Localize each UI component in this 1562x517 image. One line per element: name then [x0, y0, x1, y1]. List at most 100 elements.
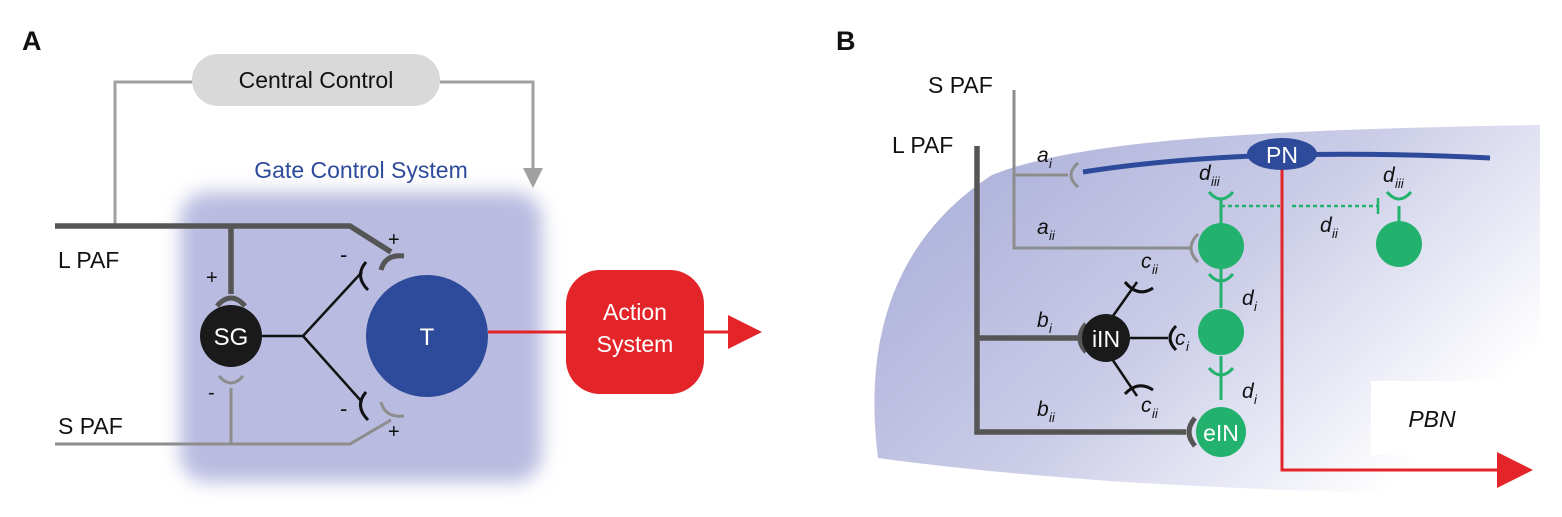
l-paf-sg-synapse [215, 295, 247, 308]
synapse-diii-right [1385, 190, 1413, 201]
svg-text:iii: iii [1395, 176, 1405, 191]
svg-text:c: c [1141, 394, 1152, 417]
svg-text:d: d [1383, 164, 1396, 187]
central-control-arrowhead [523, 168, 543, 188]
svg-text:i: i [1254, 299, 1258, 314]
s-paf-t-synapse [379, 401, 405, 418]
label-aii: a ii [1037, 216, 1056, 243]
svg-text:d: d [1320, 214, 1333, 237]
label-bi: b i [1037, 309, 1053, 336]
l-paf-fiber-b [974, 146, 1186, 435]
pn-cell [1247, 138, 1317, 170]
label-bii: b ii [1037, 398, 1056, 425]
sign-minus: - [340, 396, 347, 421]
label-cii-upper: c ii [1141, 250, 1159, 277]
svg-text:b: b [1037, 309, 1049, 332]
svg-text:c: c [1175, 327, 1186, 350]
t-label: T [420, 324, 435, 351]
green-interneuron-right [1376, 221, 1422, 267]
svg-text:iii: iii [1211, 174, 1221, 189]
svg-text:ii: ii [1049, 228, 1056, 243]
synapse-bii [1186, 416, 1197, 448]
t-cell [366, 275, 488, 397]
l-paf-t-synapse [378, 253, 405, 271]
synapse-bi [1077, 322, 1088, 354]
pn-axon [1280, 168, 1500, 472]
green-interneuron-top [1198, 223, 1244, 269]
label-cii-lower: c ii [1141, 394, 1159, 421]
label-diii-right: d iii [1383, 164, 1405, 191]
s-paf-sg-synapse [217, 374, 245, 385]
panel-a-letter: A [22, 26, 42, 56]
central-control-output-line [440, 80, 535, 172]
sg-label: SG [214, 324, 249, 351]
pn-label: PN [1266, 142, 1298, 168]
synapse-cii-upper [1123, 281, 1154, 294]
synapse-di-lower-top [1207, 366, 1235, 377]
label-ai: a i [1037, 144, 1053, 171]
sg-cell [200, 305, 262, 367]
label-ci: c i [1175, 327, 1190, 354]
synapse-aii [1189, 232, 1200, 264]
synapse-ai [1069, 161, 1080, 189]
s-paf-label-a: S PAF [58, 413, 123, 439]
label-dii: d ii [1320, 214, 1339, 241]
svg-text:ii: ii [1152, 406, 1159, 421]
label-diii-left: d iii [1199, 162, 1221, 189]
sg-t-lower-synapse [359, 391, 370, 422]
l-paf-fiber [55, 223, 393, 255]
svg-text:d: d [1242, 380, 1255, 403]
svg-text:a: a [1037, 216, 1049, 239]
iin-cell [1082, 314, 1130, 362]
sign-plus: + [206, 267, 218, 289]
svg-text:ii: ii [1152, 262, 1159, 277]
svg-text:i: i [1049, 156, 1053, 171]
svg-text:i: i [1186, 339, 1190, 354]
synapse-ci [1168, 324, 1178, 352]
s-paf-fiber-b [1012, 90, 1190, 250]
central-control-pill [192, 54, 440, 106]
svg-text:d: d [1199, 162, 1212, 185]
svg-text:ii: ii [1332, 226, 1339, 241]
svg-text:c: c [1141, 250, 1152, 273]
l-paf-label-b: L PAF [892, 132, 953, 158]
iin-label: iIN [1092, 326, 1120, 352]
svg-text:a: a [1037, 144, 1049, 167]
svg-text:i: i [1049, 321, 1053, 336]
svg-text:ii: ii [1049, 410, 1056, 425]
pbn-label: PBN [1408, 406, 1456, 432]
synapse-cii-lower [1123, 384, 1154, 396]
pbn-box [1371, 381, 1494, 455]
central-control-label: Central Control [239, 67, 394, 93]
sign-plus: + [388, 421, 400, 443]
label-di-upper: d i [1242, 287, 1258, 314]
ein-label: eIN [1203, 420, 1239, 446]
panel-b: B PBN S PAF L PAF [836, 26, 1540, 497]
action-output-arrowhead [728, 315, 762, 349]
panel-a: A Gate Control System Central Control L … [22, 26, 762, 482]
sign-minus: - [340, 242, 347, 267]
central-control-feed-line [113, 80, 195, 226]
s-paf-fiber [55, 418, 392, 446]
panel-b-letter: B [836, 26, 856, 56]
action-label: Action [603, 299, 667, 325]
pn-axon-arrowhead [1497, 452, 1533, 488]
sg-t-upper-synapse [359, 261, 370, 292]
gate-control-label: Gate Control System [254, 157, 467, 183]
synapse-di-upper-top [1207, 272, 1235, 283]
sign-plus: + [388, 229, 400, 251]
ein-cell [1196, 407, 1246, 457]
l-paf-label-a: L PAF [58, 247, 119, 273]
label-di-lower: d i [1242, 380, 1258, 407]
s-paf-label-b: S PAF [928, 72, 993, 98]
system-label: System [597, 331, 674, 357]
svg-text:d: d [1242, 287, 1255, 310]
sg-fork-lower [302, 335, 363, 403]
sign-minus: - [208, 382, 215, 404]
synapse-diii-left [1207, 190, 1235, 201]
action-system-box [566, 270, 704, 394]
gate-control-box [180, 192, 542, 482]
green-interneuron-middle [1198, 309, 1244, 355]
svg-text:b: b [1037, 398, 1049, 421]
